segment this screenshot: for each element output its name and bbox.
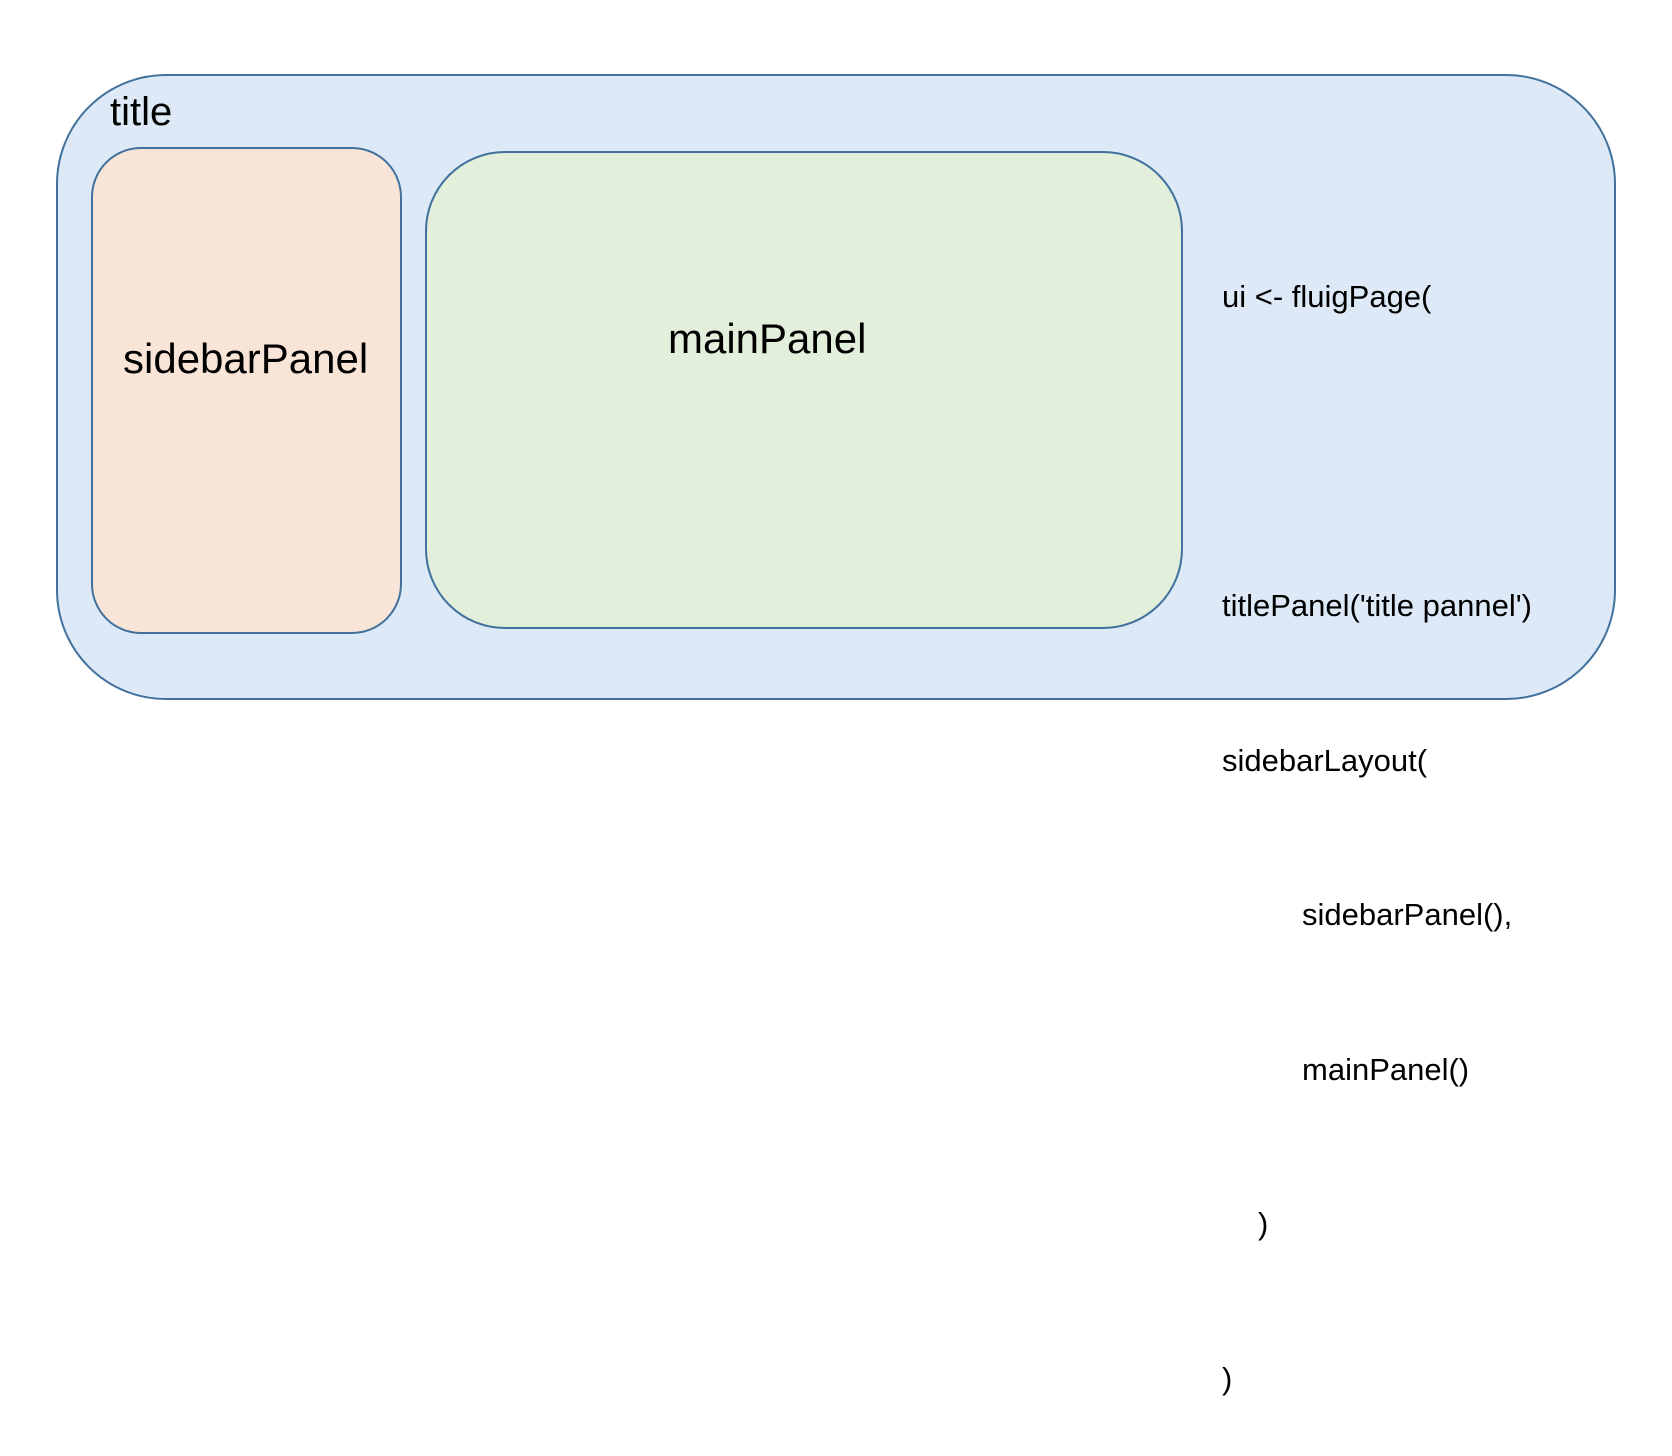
code-line-sidebar-layout: sidebarLayout(	[1222, 742, 1428, 778]
code-line-ui: ui <- fluigPage(	[1222, 279, 1432, 314]
page-title-label: title	[110, 90, 173, 134]
main-panel-label: mainPanel	[668, 315, 867, 362]
code-line-sidebar-panel: sidebarPanel(),	[1302, 897, 1513, 932]
code-line-main-panel: mainPanel()	[1302, 1051, 1470, 1087]
main-panel-box	[425, 151, 1183, 629]
code-line-title-panel: titlePanel('title pannel')	[1222, 588, 1532, 623]
code-line-close-layout: )	[1258, 1206, 1269, 1241]
sidebar-panel-box	[91, 147, 402, 634]
code-line-blank	[1222, 426, 1532, 478]
sidebar-panel-label: sidebarPanel	[123, 335, 369, 382]
code-snippet: ui <- fluigPage( titlePanel('title panne…	[1222, 168, 1532, 1456]
code-line-close-page: )	[1222, 1360, 1233, 1396]
